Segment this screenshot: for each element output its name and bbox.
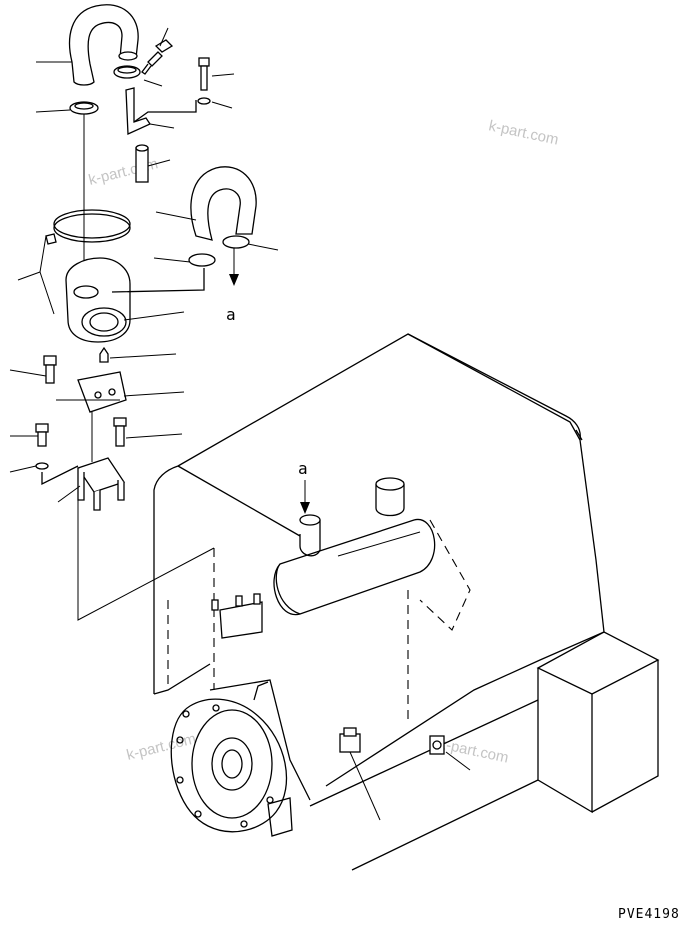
hose-clamp-small-3 <box>188 235 250 267</box>
counterweight-block <box>536 631 660 814</box>
watermarks: k-part.com k-part.com k-part.com k-part.… <box>87 117 560 766</box>
leader-lines <box>9 27 279 503</box>
callout-a-top: a <box>226 248 239 324</box>
lower-hose <box>190 166 257 241</box>
washer <box>35 462 79 486</box>
bolt-2 <box>43 355 57 384</box>
watermark-2: k-part.com <box>87 155 160 189</box>
spacer <box>135 144 149 183</box>
large-clamp <box>45 209 131 245</box>
sensor-right <box>429 735 471 771</box>
label-a-engine: a <box>298 459 308 478</box>
watermark-3: k-part.com <box>125 730 198 764</box>
nipple <box>99 346 109 363</box>
hose-clamp-small-2 <box>69 101 99 282</box>
upper-hose <box>68 4 139 86</box>
mounting-plate <box>56 371 127 413</box>
callout-a-engine: a <box>298 459 310 514</box>
drawing-code: PVE4198 <box>618 907 680 922</box>
hose-clamp-small-1 <box>113 65 141 79</box>
bolt-3 <box>35 423 49 447</box>
bracket <box>125 87 197 135</box>
plug-bolt <box>141 39 174 75</box>
frame-lines <box>309 699 539 871</box>
bolt-1 <box>197 57 211 105</box>
sensor-left <box>339 727 381 821</box>
label-a-top: a <box>226 305 236 324</box>
flywheel-housing <box>170 698 293 837</box>
machine-hood <box>153 333 605 787</box>
support-bracket <box>76 412 215 621</box>
engine <box>167 477 471 801</box>
precleaner-cap <box>65 257 205 343</box>
watermark-4: k-part.com <box>437 735 510 766</box>
bolt-4 <box>113 417 127 447</box>
watermark-1: k-part.com <box>487 117 560 148</box>
